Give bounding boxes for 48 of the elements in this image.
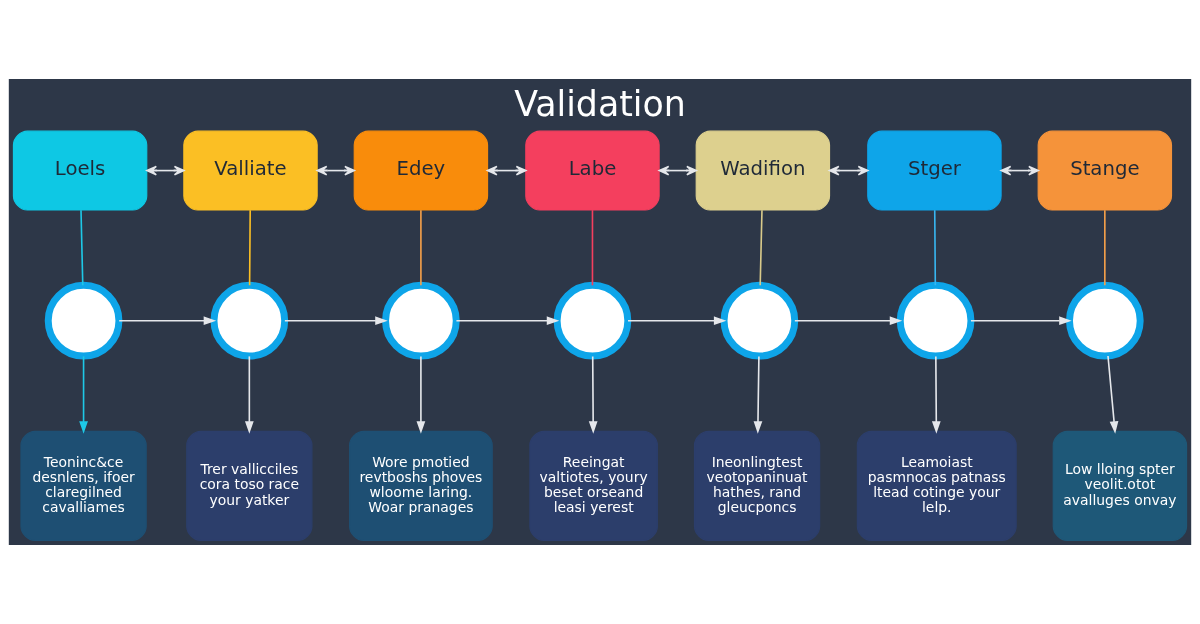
node-box: Reeingat valtiotes, youry beset orseand leasi yerest [529, 430, 658, 541]
node-circle [382, 281, 460, 360]
node-circle [210, 281, 289, 360]
arrow [316, 165, 355, 176]
node-box: Leamoiast pasmnocas patnass ltead cotinge your lelp. [856, 430, 1017, 541]
arrow [416, 355, 426, 434]
connector [80, 209, 84, 287]
node-circle [896, 281, 975, 360]
node-box: Wadifion [695, 130, 831, 211]
arrow [486, 165, 527, 176]
node-box: Edey [353, 130, 489, 211]
arrow [627, 316, 727, 326]
node-circle [553, 281, 632, 360]
connector [933, 209, 937, 287]
node-box: Low lloing spter veolit.otot avalluges onvay [1052, 430, 1188, 541]
diagram-title: Validation [514, 84, 686, 125]
arrow [455, 316, 560, 326]
arrow [244, 355, 254, 434]
arrow [284, 316, 388, 326]
arrow [931, 355, 941, 434]
node-box: Ineonlingtest veotopaninuat hathes, rand gleucponcs [693, 430, 821, 541]
arrow [794, 316, 903, 326]
node-box: Trer vallicciles cora toso race your yatker [186, 430, 313, 541]
node-box: Wore pmotied revtboshs phoves wloome laring. Woar pranages [349, 430, 493, 541]
node-box: Labe [525, 130, 660, 211]
arrow [118, 316, 217, 326]
arrow [658, 165, 697, 176]
arrow [146, 165, 185, 176]
arrow [1107, 355, 1119, 434]
node-circle [720, 281, 799, 360]
arrow [753, 355, 763, 434]
node-circle [44, 281, 123, 360]
connector [248, 209, 251, 287]
node-box: Valliate [183, 130, 318, 211]
node-box: Stger [867, 130, 1002, 211]
node-box: Loels [12, 130, 148, 211]
arrow [79, 355, 88, 434]
arrow [1000, 165, 1039, 176]
arrow [828, 165, 869, 176]
connector [591, 209, 594, 287]
node-circle [1066, 281, 1144, 360]
connector [1104, 209, 1106, 287]
connector [420, 209, 422, 287]
node-box: Teoninc&ce desnlens, ifoer claregilned cavalliames [20, 430, 147, 541]
connector [759, 209, 763, 287]
arrow [970, 316, 1072, 326]
arrow [588, 355, 598, 434]
node-box: Stange [1037, 130, 1173, 211]
